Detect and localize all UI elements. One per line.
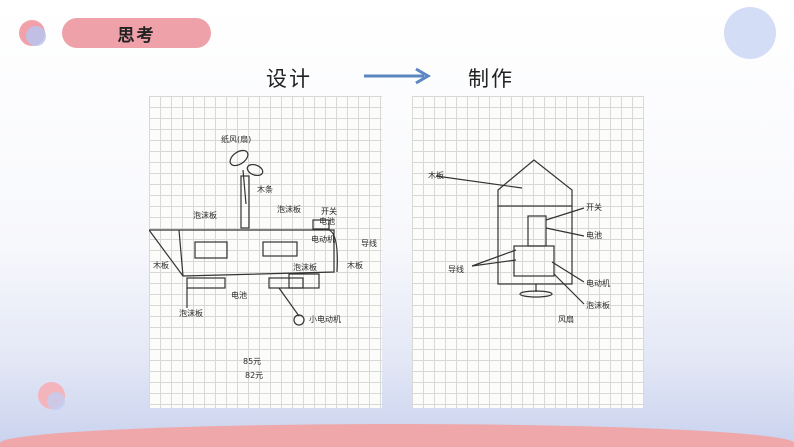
- decor-circle-blue-large: [724, 7, 776, 59]
- label-wood-board: 木板: [347, 260, 363, 270]
- label-battery-low: 电池: [231, 290, 247, 300]
- label-wood-strip: 木条: [257, 184, 273, 194]
- foam-board-right: [262, 241, 298, 257]
- foam-board-left: [194, 241, 228, 259]
- make-sketch-photo: 木板 开关 电池 导线 电动机 风扇 泡沫板: [412, 96, 644, 408]
- label-foam-left: 泡沫板: [193, 210, 217, 220]
- slide-title: 思考: [62, 18, 211, 48]
- switch-box: [312, 219, 330, 230]
- label-foam-bottom: 泡沫板: [179, 308, 203, 318]
- right-arrow-icon: [364, 67, 431, 85]
- leader-line: [435, 175, 523, 189]
- decor-circle-blue-bottom: [47, 392, 65, 410]
- boat-body: [149, 229, 335, 277]
- propeller-blade: [246, 163, 264, 177]
- bottom-wave-band: [0, 424, 794, 447]
- propeller-shaft: [242, 169, 247, 205]
- label-foam-board: 泡沫板: [586, 300, 610, 310]
- label-left-note: 木板: [153, 260, 169, 270]
- decor-circle-blue: [26, 26, 46, 46]
- house-body: [497, 205, 573, 285]
- label-battery: 电池: [586, 230, 602, 240]
- motor-block: [513, 245, 555, 277]
- small-motor: [293, 314, 305, 326]
- label-foam-mid: 泡沫板: [293, 262, 317, 272]
- label-motor: 电动机: [586, 278, 610, 288]
- battery-pack: [527, 215, 547, 247]
- house-roof: [497, 159, 573, 206]
- label-switch: 开关: [321, 206, 337, 216]
- design-label: 设计: [266, 67, 312, 91]
- make-sketch-drawing: 木板 开关 电池 导线 电动机 风扇 泡沫板: [428, 159, 610, 324]
- foam-board-mid: [288, 273, 320, 289]
- label-wire: 导线: [361, 238, 377, 248]
- make-label: 制作: [468, 67, 514, 91]
- cost-bottom: 82元: [245, 371, 263, 380]
- label-wire: 导线: [448, 264, 464, 274]
- label-wood-board: 木板: [428, 170, 444, 180]
- wire-path: [328, 229, 338, 273]
- label-fan: 风扇: [558, 314, 574, 324]
- label-motor: 电动机: [311, 234, 335, 244]
- fan-blade: [519, 290, 553, 298]
- cost-top: 85元: [243, 357, 261, 366]
- propeller-blade: [229, 149, 249, 167]
- design-sketch-photo: 纸风(扇) 木条 泡沫板 泡沫板 开关 电池 导线 电动机 木板 泡沫板 泡沫板…: [149, 96, 382, 408]
- label-paper-propeller: 纸风(扇): [221, 134, 251, 144]
- label-battery: 电池: [319, 216, 335, 226]
- wood-strip-mast: [240, 175, 250, 229]
- label-foam-right: 泡沫板: [277, 204, 301, 214]
- label-switch: 开关: [586, 202, 602, 212]
- foam-board-bottom: [186, 277, 226, 289]
- label-small-motor: 小电动机: [309, 314, 341, 324]
- design-sketch-drawing: 纸风(扇) 木条 泡沫板 泡沫板 开关 电池 导线 电动机 木板 泡沫板 泡沫板…: [149, 134, 377, 380]
